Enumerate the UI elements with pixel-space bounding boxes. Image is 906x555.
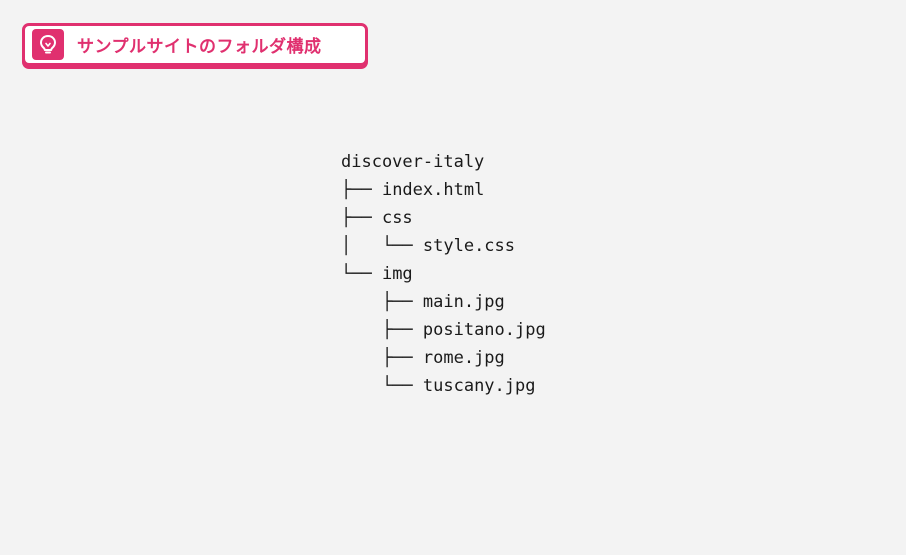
tree-branch: ├── bbox=[341, 292, 423, 312]
tree-node-label: css bbox=[381, 208, 413, 228]
tree-branch: └── bbox=[341, 376, 423, 396]
tree-node-label: index.html bbox=[381, 180, 485, 200]
tree-node-label: positano.jpg bbox=[422, 320, 546, 340]
tree-branch: ├── bbox=[341, 208, 382, 228]
tree-node-label: img bbox=[381, 264, 413, 284]
tree-node-label: main.jpg bbox=[422, 292, 505, 312]
tree-node: ├── index.html bbox=[341, 176, 546, 204]
tree-branch: ├── bbox=[341, 180, 382, 200]
tree-node-label: rome.jpg bbox=[422, 348, 505, 368]
tree-root-label: discover-italy bbox=[341, 152, 485, 172]
tree-node: ├── main.jpg bbox=[341, 288, 546, 316]
tree-node: ├── rome.jpg bbox=[341, 344, 546, 372]
tree-node-label: tuscany.jpg bbox=[422, 376, 536, 396]
tree-branch: ├── bbox=[341, 348, 423, 368]
section-title: サンプルサイトのフォルダ構成 bbox=[77, 37, 322, 57]
tree-branch: │ └── bbox=[341, 236, 423, 256]
tree-node: │ └── style.css bbox=[341, 232, 546, 260]
tree-node-label: style.css bbox=[422, 236, 516, 256]
tree-branch: ├── bbox=[341, 320, 423, 340]
folder-tree: discover-italy ├── index.html ├── css │ … bbox=[341, 148, 546, 400]
tree-node: └── img bbox=[341, 260, 546, 288]
lightbulb-icon bbox=[32, 29, 64, 60]
tree-root: discover-italy bbox=[341, 148, 546, 176]
tree-node: ├── positano.jpg bbox=[341, 316, 546, 344]
tree-node: ├── css bbox=[341, 204, 546, 232]
tree-branch: └── bbox=[341, 264, 382, 284]
section-badge: サンプルサイトのフォルダ構成 bbox=[22, 23, 368, 66]
tree-node: └── tuscany.jpg bbox=[341, 372, 546, 400]
